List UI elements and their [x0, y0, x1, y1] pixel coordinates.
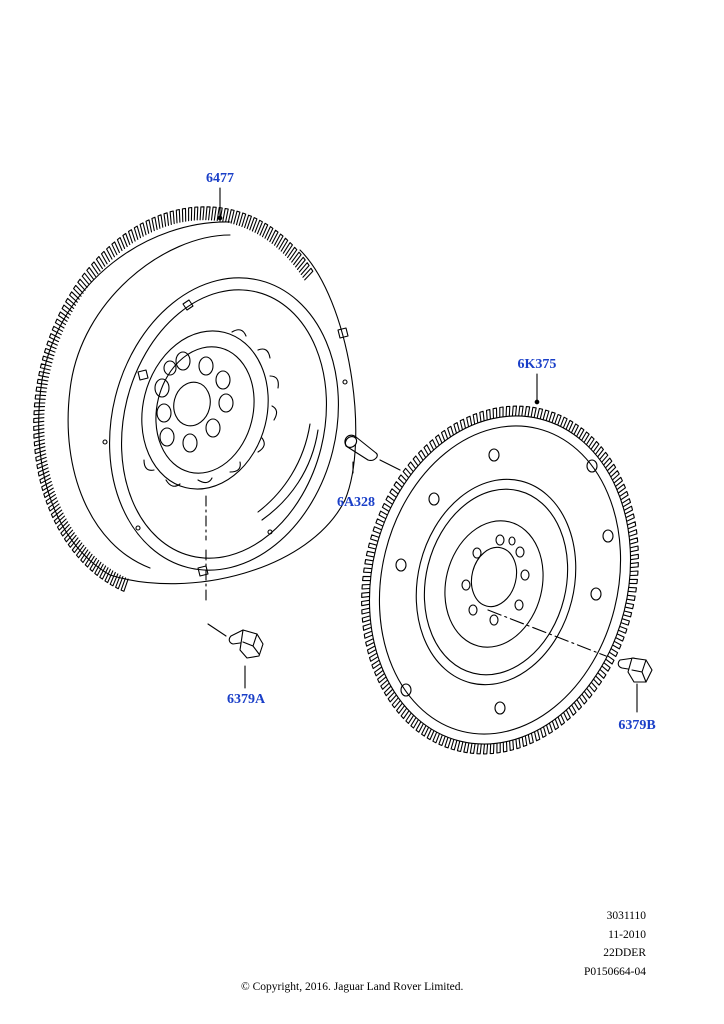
callout-6a328[interactable]: 6A328	[337, 495, 375, 510]
ring-gear-teeth-left	[33, 206, 314, 592]
callout-6477[interactable]: 6477	[206, 171, 234, 186]
callout-6379b[interactable]: 6379B	[618, 718, 655, 733]
dowel-part	[344, 434, 378, 461]
ring-gear-teeth-right	[361, 405, 639, 755]
reference-line-4: P0150664-04	[584, 965, 646, 978]
reference-block: 3031110 11-2010 22DDER P0150664-04	[584, 907, 646, 981]
gear-tooth-outline	[33, 206, 314, 592]
dual-mass-flywheel	[33, 206, 357, 592]
callout-6k375[interactable]: 6K375	[518, 357, 557, 372]
flexplate-flywheel	[361, 405, 639, 755]
reference-line-1: 3031110	[606, 910, 646, 922]
bolt-right-part	[617, 657, 653, 683]
callout-6379a[interactable]: 6379A	[227, 692, 266, 707]
bolt-left-part	[228, 629, 264, 659]
copyright-notice: © Copyright, 2016. Jaguar Land Rover Lim…	[241, 981, 464, 993]
gear-tooth-outline	[361, 405, 639, 755]
reference-line-2: 11-2010	[608, 928, 646, 941]
leader-lines	[205, 187, 638, 713]
reference-line-3: 22DDER	[603, 947, 646, 959]
